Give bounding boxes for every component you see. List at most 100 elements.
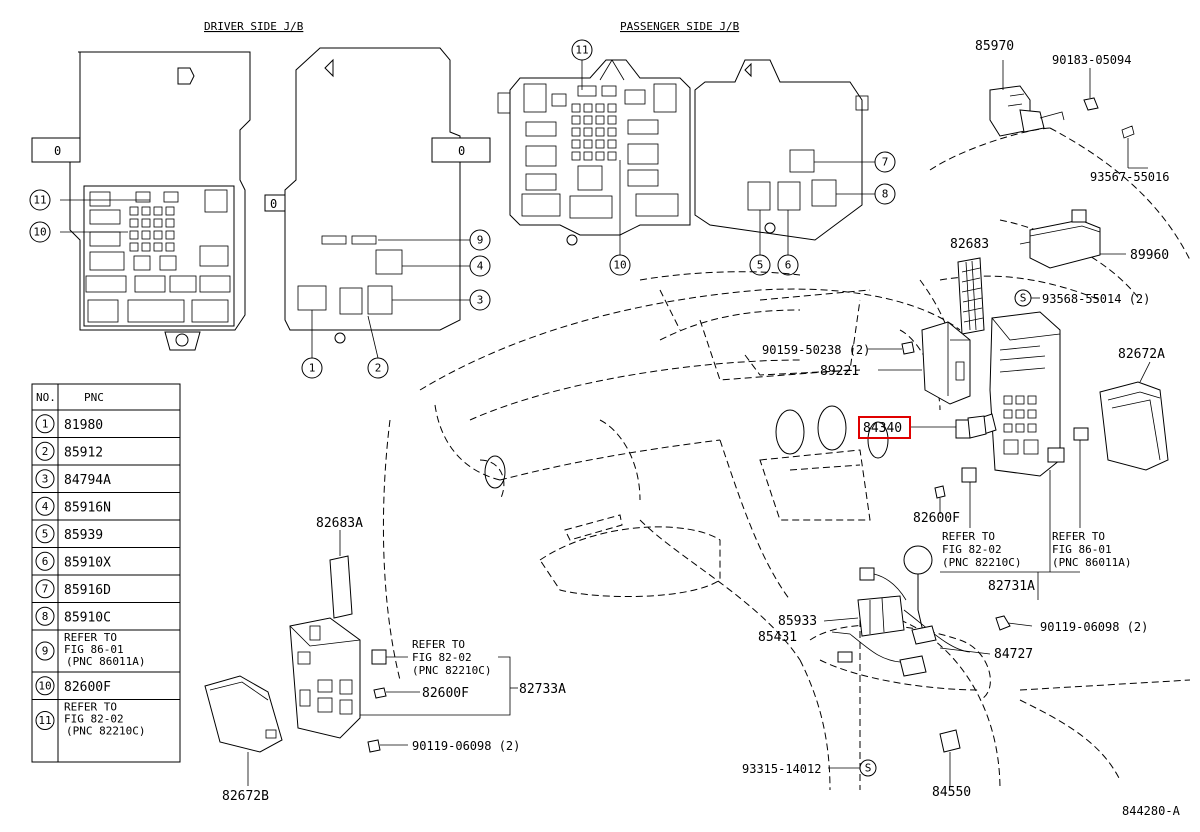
row-pnc[interactable]: 82600F (64, 680, 111, 695)
callout-6: 6 (785, 259, 792, 272)
row-pnc[interactable]: 85910X (64, 555, 111, 570)
label-82733A[interactable]: 82733A (519, 682, 566, 697)
row-pnc[interactable]: FIG 86-01 (64, 643, 124, 656)
row-pnc[interactable]: 85916N (64, 500, 111, 515)
row-pnc[interactable]: 85939 (64, 528, 103, 543)
passenger-callouts: 11 10 7 8 5 6 (571, 39, 896, 276)
fuse-86011A (1073, 427, 1089, 441)
svg-text:0: 0 (54, 144, 61, 158)
refer-right-line2: FIG 86-01 (1052, 543, 1112, 556)
label-90119-06098-mid[interactable]: 90119-06098 (2) (412, 739, 520, 753)
row-pnc[interactable]: REFER TO (64, 631, 117, 644)
callout-11: 11 (33, 194, 46, 207)
cover-82672B (204, 675, 283, 786)
label-90183-05094[interactable]: 90183-05094 (1052, 53, 1131, 67)
cover-82672A (1099, 361, 1169, 471)
passenger-side-junction-block (497, 59, 875, 255)
relay-84340 (910, 415, 987, 439)
row-pnc[interactable]: REFER TO (64, 701, 117, 714)
bolt-90183 (1083, 97, 1099, 111)
refer-right-line3[interactable]: (PNC 86011A) (1052, 556, 1131, 569)
refer-left-line1: REFER TO (942, 530, 995, 543)
row-pnc[interactable]: 85912 (64, 445, 103, 460)
callout-10: 10 (33, 226, 46, 239)
row-number: 11 (38, 714, 51, 727)
table-row: 6 85910X (32, 551, 180, 576)
label-84340[interactable]: 84340 (863, 421, 902, 436)
module-89960 (1019, 209, 1126, 269)
label-82731A[interactable]: 82731A (988, 579, 1035, 594)
highlight-box-84340 (858, 416, 911, 439)
label-90159-50238[interactable]: 90159-50238 (2) (762, 343, 870, 357)
relay-85970 (989, 60, 1065, 137)
row-pnc[interactable]: (PNC 86011A) (66, 655, 145, 668)
row-number: 1 (42, 417, 49, 430)
callout-8: 8 (882, 188, 889, 201)
row-number-circle (35, 524, 55, 544)
row-number-circle (35, 469, 55, 489)
refer-mid-line3[interactable]: (PNC 82210C) (412, 664, 491, 677)
bolt-90159 (901, 341, 915, 355)
grille-82683 (957, 257, 985, 335)
row-pnc[interactable]: 84794A (64, 473, 111, 488)
table-row: 1 81980 (32, 414, 180, 438)
driver-callouts: 11 10 9 4 3 1 2 (29, 189, 491, 379)
label-82600F-right[interactable]: 82600F (913, 511, 960, 526)
table-col-no: NO. (36, 391, 56, 404)
fuse-82600F (934, 485, 946, 499)
label-82683[interactable]: 82683 (950, 237, 989, 252)
driver-side-junction-block: 0 0 0 (31, 47, 491, 359)
label-93567-55016[interactable]: 93567-55016 (1090, 170, 1169, 184)
label-85970[interactable]: 85970 (975, 39, 1014, 54)
label-85431[interactable]: 85431 (758, 630, 797, 645)
label-84727[interactable]: 84727 (994, 647, 1033, 662)
table-row: 4 85916N (32, 496, 180, 521)
label-82683A[interactable]: 82683A (316, 516, 363, 531)
label-82600F-mid[interactable]: 82600F (422, 686, 469, 701)
callout-2: 2 (375, 362, 382, 375)
label-85933[interactable]: 85933 (778, 614, 817, 629)
label-90119-06098-right[interactable]: 90119-06098 (2) (1040, 620, 1148, 634)
row-number: 4 (42, 500, 49, 513)
row-number-circle (35, 711, 55, 730)
row-pnc[interactable]: 81980 (64, 418, 103, 433)
callout-4: 4 (477, 260, 484, 273)
callout-7: 7 (882, 156, 889, 169)
s-marker-label: S (1020, 292, 1027, 305)
label-93568-55014[interactable]: 93568-55014 (2) (1042, 292, 1150, 306)
row-number: 2 (42, 445, 49, 458)
switch-84550 (939, 729, 961, 786)
label-93315-14012[interactable]: 93315-14012 (742, 762, 821, 776)
svg-text:0: 0 (270, 197, 277, 211)
row-number-circle (35, 606, 55, 626)
label-84550[interactable]: 84550 (932, 785, 971, 800)
module-85933 (857, 567, 971, 653)
label-89960[interactable]: 89960 (1130, 248, 1169, 263)
callout-9: 9 (477, 234, 484, 247)
row-number: 10 (38, 679, 51, 692)
callout-11: 11 (575, 44, 588, 57)
fuse-82600F-left (373, 687, 420, 699)
row-number-circle (35, 551, 55, 571)
refer-mid-line2: FIG 82-02 (412, 651, 472, 664)
figure-id: 844280-A (1122, 804, 1181, 818)
row-number: 3 (42, 472, 49, 485)
row-pnc[interactable]: 85916D (64, 583, 111, 598)
label-89221[interactable]: 89221 (820, 364, 859, 379)
row-pnc[interactable]: (PNC 82210C) (66, 725, 145, 738)
fuse-82210C (961, 467, 977, 483)
row-pnc[interactable]: 85910C (64, 610, 111, 625)
row-number: 6 (42, 555, 49, 568)
row-pnc[interactable]: FIG 82-02 (64, 713, 124, 726)
row-number-circle (35, 496, 55, 516)
s-marker-label-2: S (865, 762, 872, 775)
label-82672B[interactable]: 82672B (222, 789, 269, 804)
refer-left-line3[interactable]: (PNC 82210C) (942, 556, 1021, 569)
row-number-circle (35, 676, 55, 696)
label-82672A[interactable]: 82672A (1118, 347, 1165, 362)
relay-84727 (899, 625, 991, 677)
